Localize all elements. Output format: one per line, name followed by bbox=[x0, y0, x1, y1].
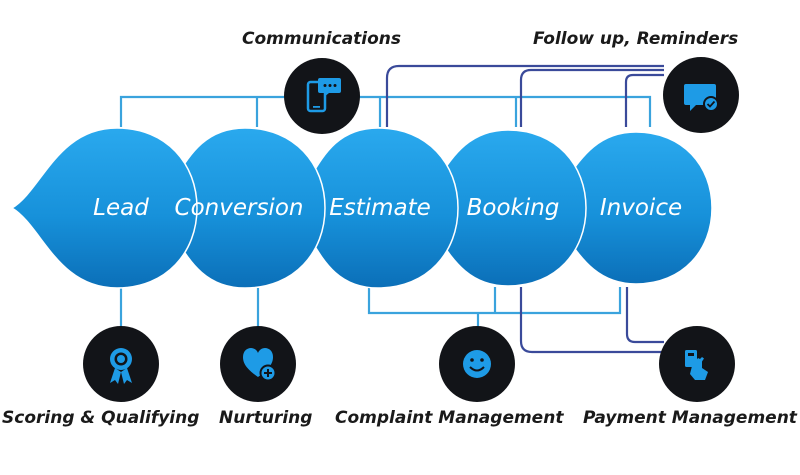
stage-label-invoice: Invoice bbox=[599, 195, 683, 221]
payment-label: Payment Management bbox=[583, 408, 797, 428]
smiley-icon bbox=[463, 350, 491, 378]
hand-card-icon bbox=[685, 350, 708, 380]
smartphone-chat-icon bbox=[306, 78, 341, 113]
communications-connector bbox=[119, 95, 652, 127]
followup-connector-inner bbox=[624, 73, 664, 127]
complaint-label: Complaint Management bbox=[335, 408, 564, 428]
stage-estimate bbox=[283, 127, 459, 289]
award-badge-icon bbox=[110, 348, 132, 384]
followup-connector-outer bbox=[385, 64, 664, 127]
stage-label-lead: Lead bbox=[93, 195, 149, 221]
communications-circle bbox=[284, 58, 360, 134]
stage-shapes bbox=[10, 127, 713, 289]
stage-lead bbox=[10, 127, 198, 289]
stage-label-estimate: Estimate bbox=[329, 195, 431, 221]
followup-label: Follow up, Reminders bbox=[533, 29, 739, 49]
chat-check-icon bbox=[684, 84, 719, 112]
connectors-light bbox=[119, 95, 652, 328]
stage-conversion bbox=[148, 127, 326, 289]
complaint-connector bbox=[367, 287, 622, 328]
payment-connector-outer bbox=[519, 287, 664, 354]
stage-invoice bbox=[538, 131, 713, 285]
scoring-label: Scoring & Qualifying bbox=[2, 408, 200, 428]
stage-label-conversion: Conversion bbox=[174, 195, 304, 221]
heart-plus-icon bbox=[243, 348, 277, 382]
nurturing-label: Nurturing bbox=[219, 408, 313, 428]
connectors-dark bbox=[385, 64, 664, 354]
communications-label: Communications bbox=[242, 29, 402, 49]
payment-connector-inner bbox=[625, 287, 664, 344]
stage-label-booking: Booking bbox=[466, 195, 560, 221]
followup-connector-mid bbox=[519, 68, 664, 127]
stage-booking bbox=[410, 129, 587, 287]
